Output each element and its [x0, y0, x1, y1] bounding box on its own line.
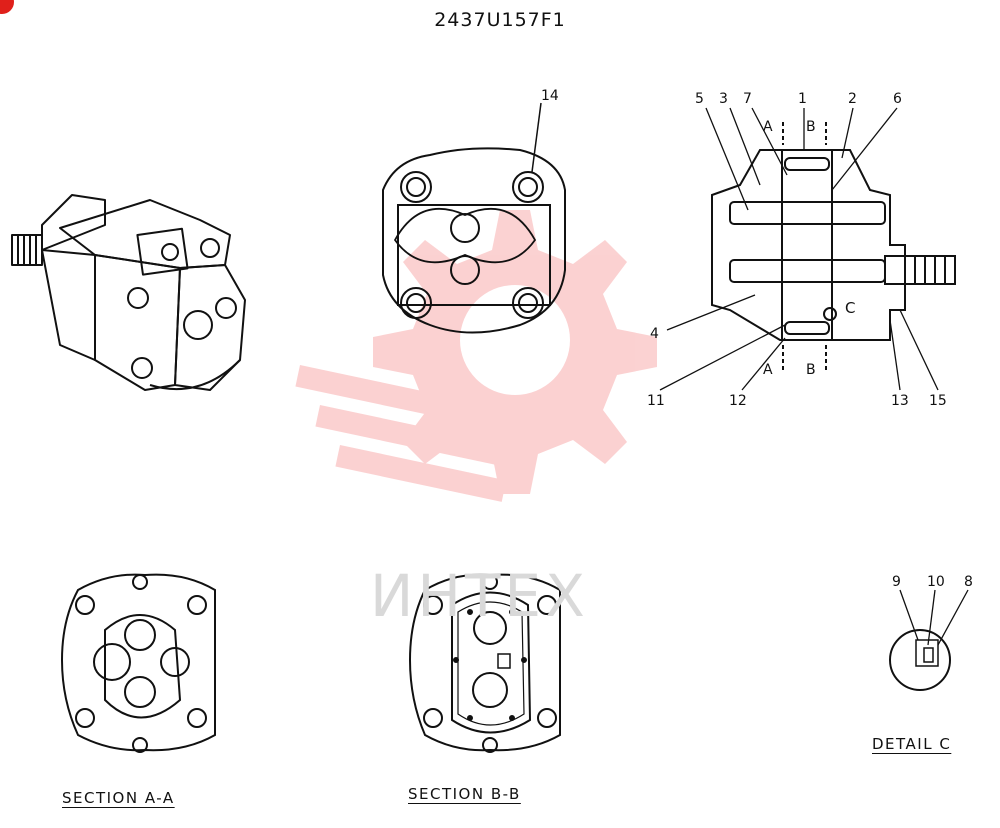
- section-aa-view: [60, 573, 216, 753]
- section-mark-b-top: B: [806, 119, 816, 135]
- section-mark-b-bottom: B: [806, 362, 816, 378]
- callout-14: 14: [541, 88, 559, 104]
- watermark-gear-icon: [295, 210, 657, 502]
- callout-2: 2: [848, 91, 857, 107]
- pump-isometric-view: [11, 194, 246, 391]
- callout-10: 10: [927, 574, 945, 590]
- section-mark-a-bottom: A: [763, 362, 773, 378]
- callout-4: 4: [650, 326, 659, 342]
- section-mark-c: C: [845, 299, 856, 317]
- pump-side-section-view: [711, 122, 956, 370]
- caption-detail-c: DETAIL C: [872, 735, 952, 753]
- callout-leader-lines: [659, 107, 939, 391]
- callout-9: 9: [892, 574, 901, 590]
- callout-8: 8: [964, 574, 973, 590]
- callout-5: 5: [695, 91, 704, 107]
- section-mark-a-top: A: [763, 119, 773, 135]
- drawing-number: 2437U157F1: [434, 9, 566, 31]
- callout-12: 12: [729, 393, 747, 409]
- callout-1: 1: [798, 91, 807, 107]
- watermark-text: ИНТЕХ: [370, 562, 589, 630]
- callout-7: 7: [743, 91, 752, 107]
- callout-3: 3: [719, 91, 728, 107]
- callout-11: 11: [647, 393, 665, 409]
- pump-front-view: [382, 102, 566, 334]
- caption-section-aa: SECTION A-A: [62, 789, 175, 807]
- caption-section-bb: SECTION B-B: [408, 785, 521, 803]
- section-bb-view: [408, 573, 561, 753]
- detail-c-view: [889, 589, 969, 691]
- callout-15: 15: [929, 393, 947, 409]
- callout-13: 13: [891, 393, 909, 409]
- callout-6: 6: [893, 91, 902, 107]
